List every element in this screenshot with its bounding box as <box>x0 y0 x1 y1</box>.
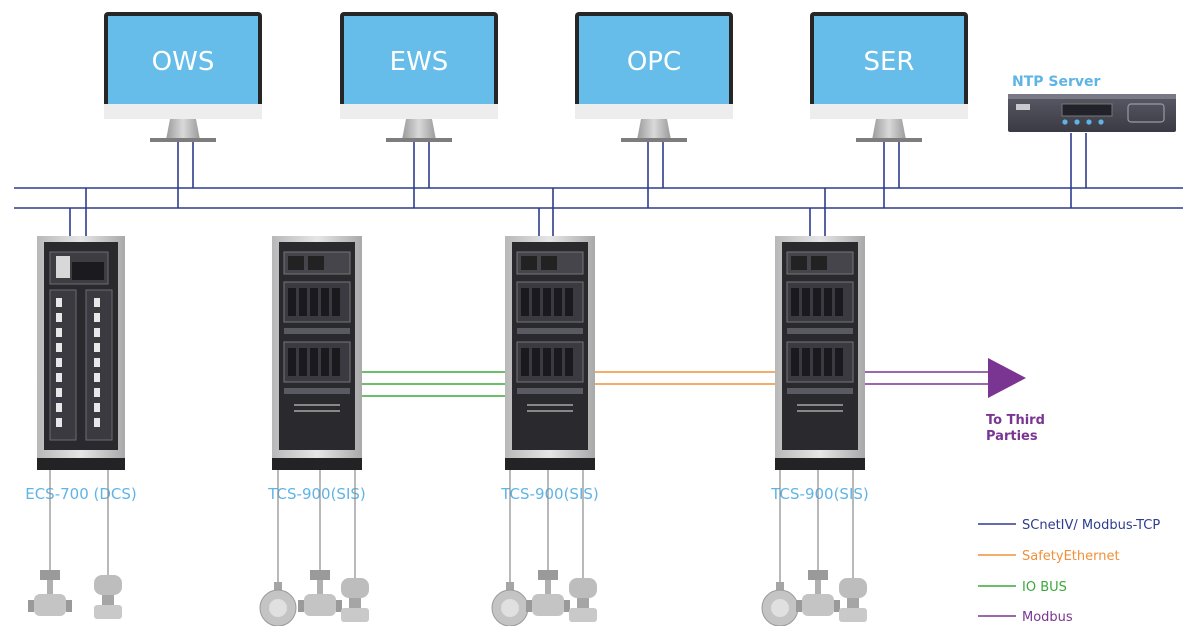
legend-label-scnet: SCnetIV/ Modbus-TCP <box>1022 518 1160 533</box>
ntp-server-label: NTP Server <box>1012 74 1101 90</box>
cabinet-ecs700-dcs: ECS-700 (DCS) <box>25 236 137 503</box>
flowmeter-icon <box>491 582 529 626</box>
workstation-ews: EWS <box>340 12 498 142</box>
cabinet-label: TCS-900(SIS) <box>500 485 599 503</box>
workstation-opc: OPC <box>575 12 733 142</box>
control-valve-icon <box>28 570 72 616</box>
safety-ethernet-link <box>595 371 775 385</box>
transmitter-icon <box>341 578 369 622</box>
legend-label-safety: SafetyEthernet <box>1022 549 1120 564</box>
scnet-bus <box>14 133 1183 236</box>
legend-label-iobus: IO BUS <box>1022 580 1067 595</box>
cabinet-tcs900-sis-1: TCS-900(SIS) <box>267 236 366 503</box>
workstation-label: EWS <box>390 47 449 77</box>
cabinet-tcs900-sis-3: TCS-900(SIS) <box>770 236 869 503</box>
field-wiring <box>49 470 854 582</box>
cabinet-label: TCS-900(SIS) <box>267 485 366 503</box>
legend-label-modbus: Modbus <box>1022 610 1073 625</box>
workstation-ows: OWS <box>104 12 262 142</box>
ntp-server: NTP Server <box>1008 74 1176 132</box>
control-valve-icon <box>526 570 570 616</box>
monitor-screen <box>814 16 964 104</box>
workstation-label: OPC <box>627 47 681 77</box>
io-bus-link <box>362 371 505 397</box>
third-party-label-line2: Parties <box>986 429 1038 444</box>
workstation-label: SER <box>864 47 915 77</box>
legend: SCnetIV/ Modbus-TCP SafetyEthernet IO BU… <box>978 518 1160 625</box>
flowmeter-icon <box>761 582 799 626</box>
monitor-screen <box>108 16 258 104</box>
transmitter-icon <box>839 578 867 622</box>
workstation-ser: SER <box>810 12 968 142</box>
control-valve-icon <box>298 570 342 616</box>
monitor-screen <box>579 16 729 104</box>
flowmeter-icon <box>259 582 297 626</box>
cabinet-tcs900-sis-2: TCS-900(SIS) <box>500 236 599 503</box>
third-party-label-line1: To Third <box>986 413 1045 428</box>
modbus-link <box>865 371 990 385</box>
monitor-screen <box>344 16 494 104</box>
cabinet-label: TCS-900(SIS) <box>770 485 869 503</box>
cabinet-label: ECS-700 (DCS) <box>25 485 137 503</box>
control-valve-icon <box>796 570 840 616</box>
workstation-label: OWS <box>152 47 215 77</box>
transmitter-icon <box>94 575 122 619</box>
transmitter-icon <box>569 578 597 622</box>
third-party-arrow-icon <box>988 358 1026 398</box>
